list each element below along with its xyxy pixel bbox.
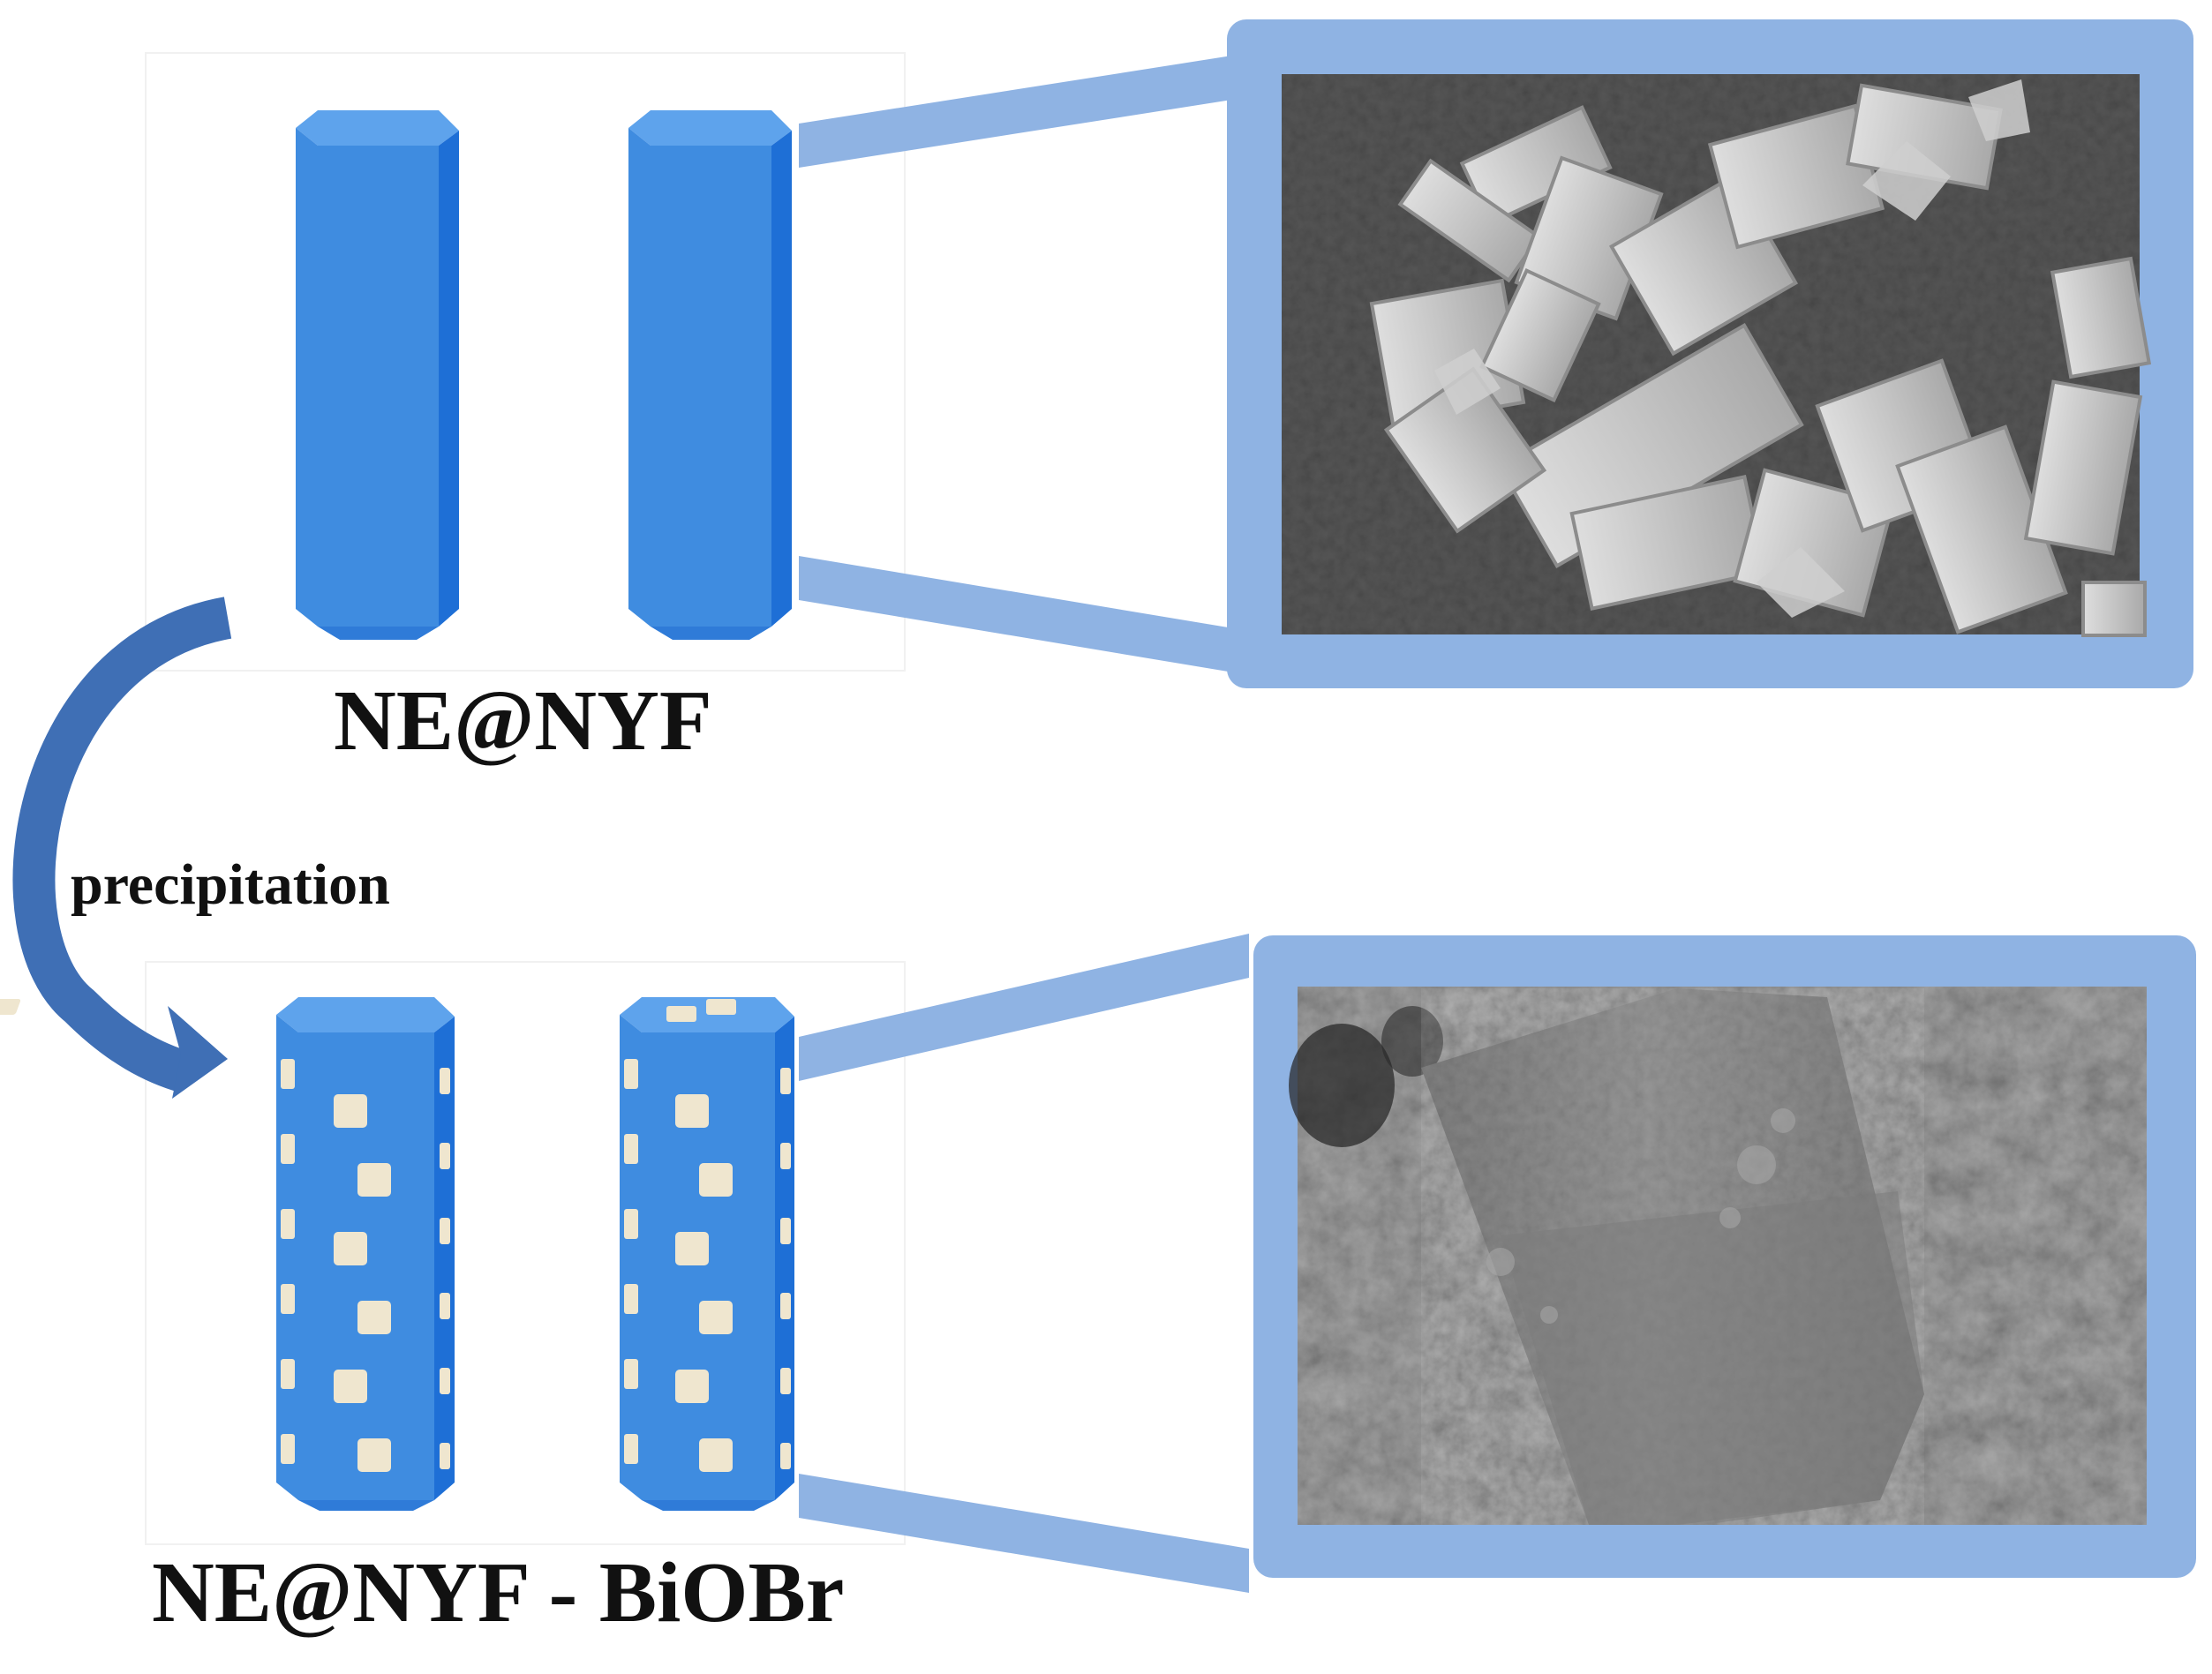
coated-rod-right [620, 997, 794, 1511]
curved-arrow-icon [12, 597, 232, 1093]
pristine-rod-left [296, 110, 459, 640]
top-callout-upper-ray [799, 53, 1249, 168]
bottom-callout-upper-ray [799, 934, 1249, 1081]
top-material-label: NE@NYF [334, 673, 712, 769]
top-sem-micrograph [1282, 74, 2152, 637]
top-callout-lower-ray [799, 556, 1249, 675]
arrow-head [168, 1006, 228, 1099]
pristine-rod-right [628, 110, 792, 640]
bottom-sem-micrograph [1289, 987, 2147, 1525]
bottom-material-label: NE@NYF - BiOBr [152, 1545, 845, 1640]
process-step-label: precipitation [71, 852, 390, 917]
bottom-callout-lower-ray [799, 1474, 1249, 1593]
coated-rod-left [0, 997, 455, 1511]
